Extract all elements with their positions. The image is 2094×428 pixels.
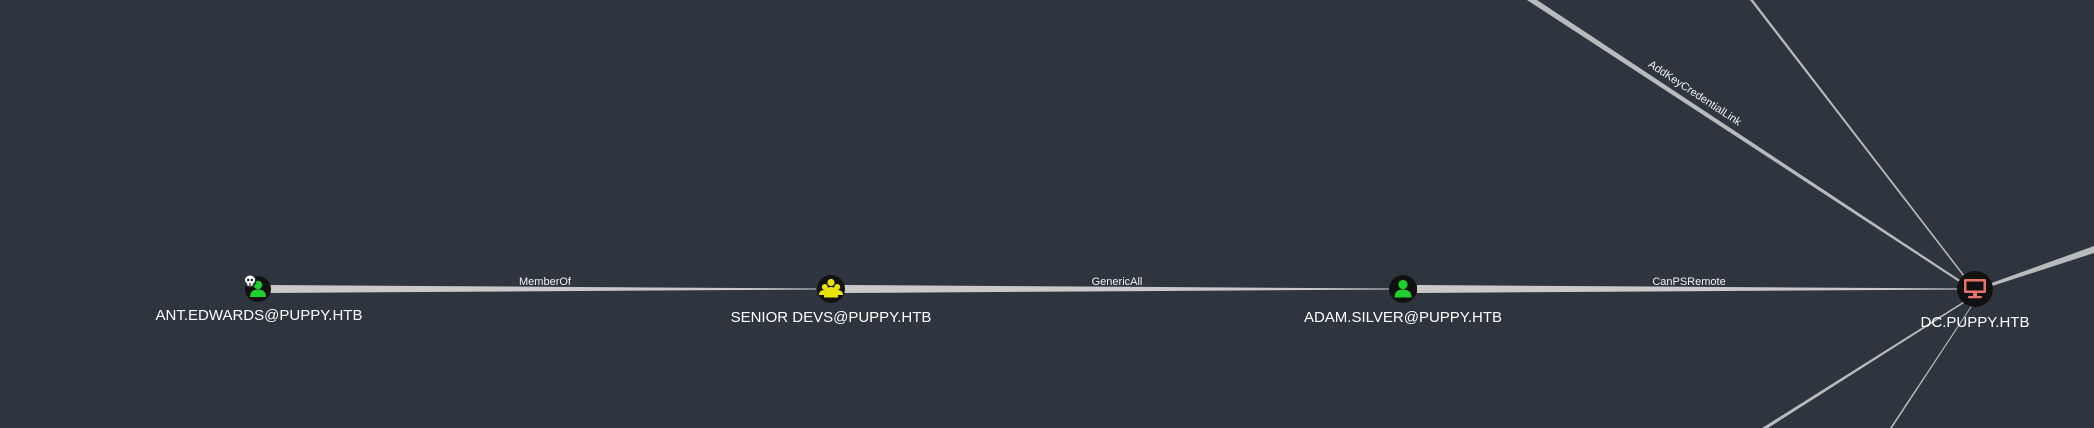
edge-label: AddKeyCredentialLink <box>1646 58 1744 128</box>
node-ant-edwards[interactable]: ANT.EDWARDS@PUPPY.HTB <box>156 274 363 325</box>
node-label: DC.PUPPY.HTB <box>1921 314 2030 331</box>
edge-line[interactable] <box>1527 0 1975 291</box>
edge-from-right[interactable] <box>1986 246 2094 288</box>
edge-line[interactable] <box>1762 295 1975 428</box>
edge-from-top[interactable] <box>1750 0 1975 290</box>
edge-line[interactable] <box>1986 246 2094 288</box>
node-adam-silver[interactable]: ADAM.SILVER@PUPPY.HTB <box>1304 275 1502 326</box>
user-icon <box>1394 279 1412 298</box>
edge-addkeycredentiallink[interactable]: AddKeyCredentialLink <box>1527 0 1975 291</box>
edge-canpsremote[interactable]: CanPSRemote <box>1417 276 1961 293</box>
edge-line[interactable] <box>844 285 1390 293</box>
edge-genericall[interactable]: GenericAll <box>844 276 1390 293</box>
owned-skull-icon <box>243 274 257 288</box>
nodes-layer: ANT.EDWARDS@PUPPY.HTB SENIOR DEVS@PUPPY.… <box>156 271 2030 331</box>
node-senior-devs[interactable]: SENIOR DEVS@PUPPY.HTB <box>731 275 932 326</box>
computer-icon <box>1964 279 1986 299</box>
edge-memberof[interactable]: MemberOf <box>268 276 816 293</box>
edge-label: CanPSRemote <box>1652 276 1725 288</box>
edge-label: MemberOf <box>519 276 572 288</box>
edge-from-bottom[interactable] <box>1890 297 1978 428</box>
edge-line[interactable] <box>1890 297 1978 428</box>
group-icon <box>819 278 843 298</box>
node-label: ANT.EDWARDS@PUPPY.HTB <box>156 307 363 324</box>
node-label: ADAM.SILVER@PUPPY.HTB <box>1304 309 1502 326</box>
edge-line[interactable] <box>1750 0 1975 290</box>
edge-from-bottom-left[interactable] <box>1762 295 1975 428</box>
edges-layer: AddKeyCredentialLink MemberOf GenericAll <box>268 0 2094 428</box>
node-label: SENIOR DEVS@PUPPY.HTB <box>731 309 932 326</box>
node-dc[interactable]: DC.PUPPY.HTB <box>1921 271 2030 331</box>
edge-label: GenericAll <box>1092 276 1143 288</box>
edge-line[interactable] <box>268 285 816 293</box>
edge-line[interactable] <box>1417 285 1961 293</box>
